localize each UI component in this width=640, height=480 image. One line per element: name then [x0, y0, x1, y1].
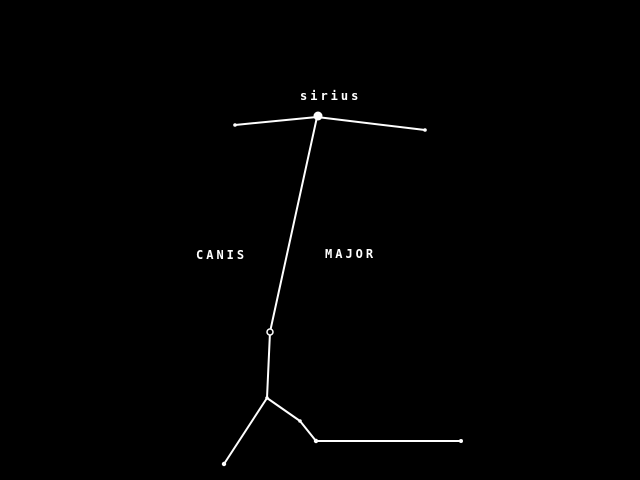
constellation-name-second: MAJOR [325, 247, 377, 261]
line-sirius-west [234, 116, 318, 126]
line-sirius-east [316, 116, 426, 131]
line-sirius-south [269, 116, 318, 333]
star-foot-west [221, 461, 227, 467]
constellation-name-first: CANIS [196, 248, 248, 262]
star-body [266, 328, 274, 336]
star-east [423, 128, 427, 132]
star-foot-east [313, 438, 319, 444]
star-west [233, 123, 237, 127]
star-hip [265, 396, 269, 400]
star-sirius [313, 111, 323, 121]
star-name-label: sirius [300, 89, 362, 103]
star-knee [298, 419, 302, 423]
star-tail [459, 439, 463, 443]
line-leg-east-2 [299, 420, 317, 442]
line-leg-west [223, 397, 268, 465]
line-leg-east-1 [266, 397, 301, 422]
line-body [266, 331, 271, 399]
